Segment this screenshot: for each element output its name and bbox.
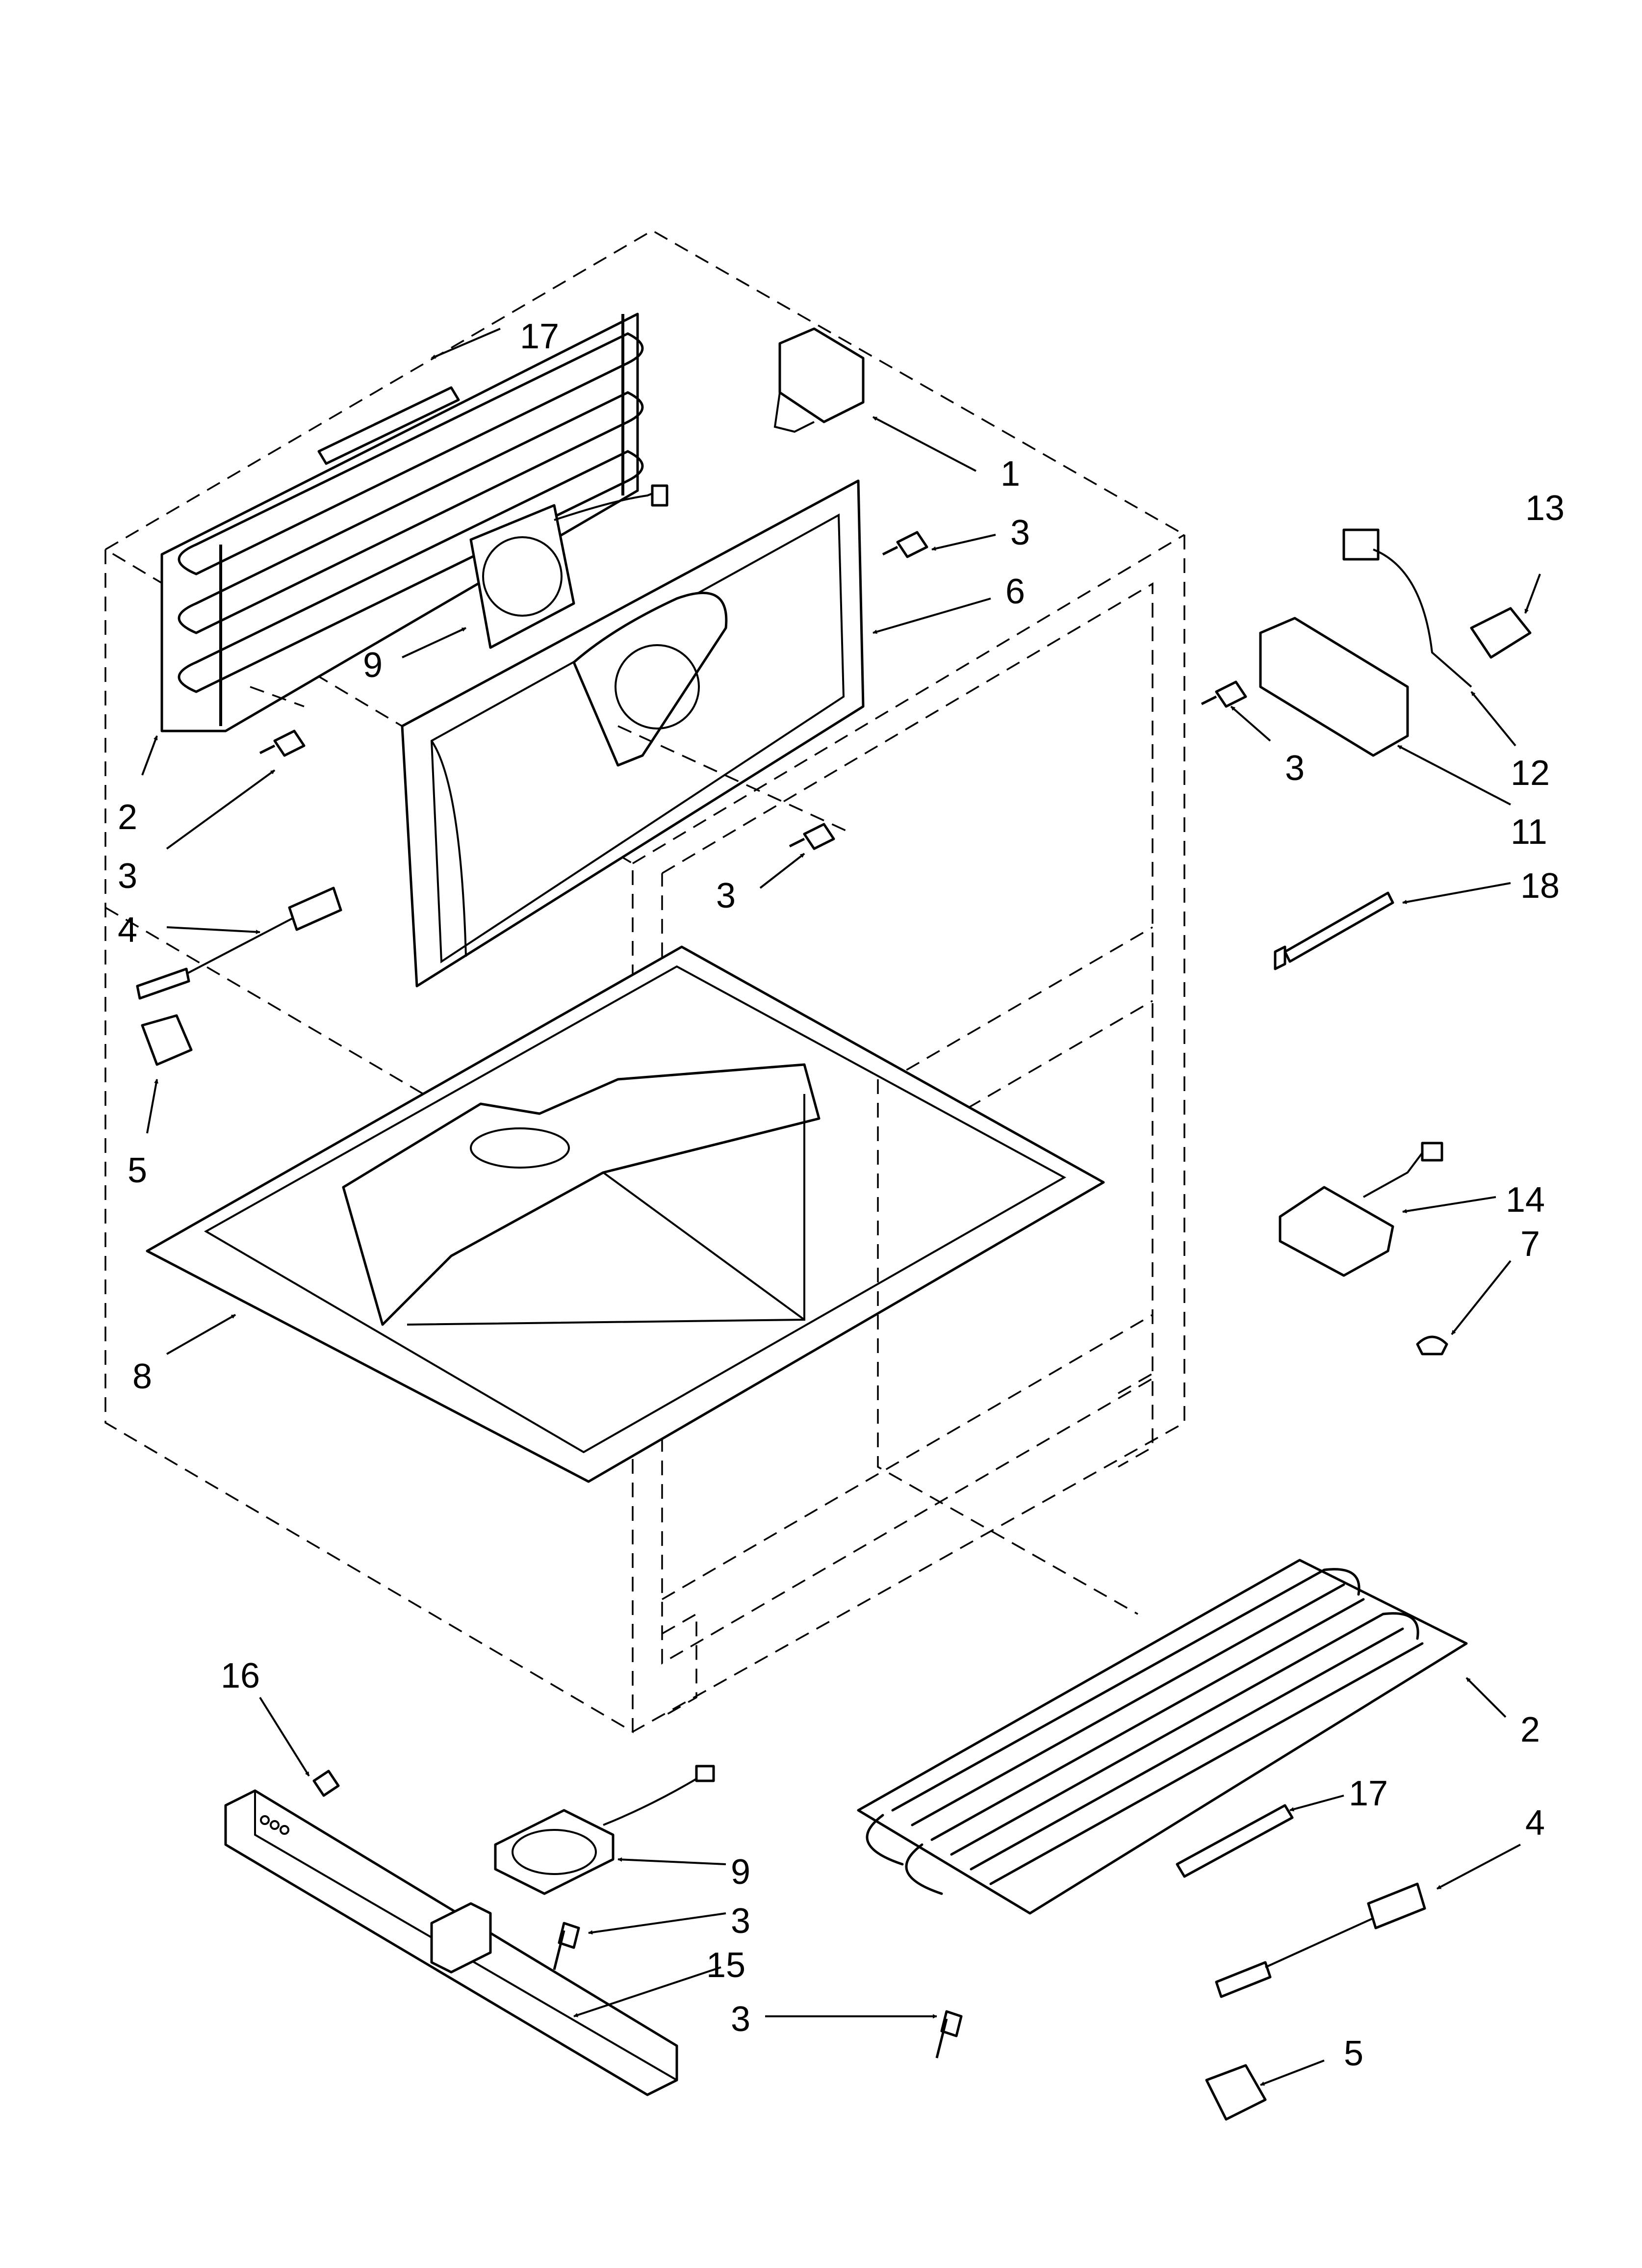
light-socket [1279, 1142, 1443, 1277]
evaporator-cover [401, 479, 865, 988]
callout: 3 [1285, 749, 1305, 788]
callout: 1 [1001, 454, 1020, 494]
thermistor-right [1205, 1882, 1426, 2121]
callout: 17 [1349, 1774, 1388, 1813]
callout: 17 [520, 317, 559, 356]
clip [1470, 607, 1532, 659]
evaporator-coil-lower [857, 1559, 1468, 1915]
fan-upper [469, 484, 668, 649]
control-board [1259, 617, 1409, 757]
callout: 16 [221, 1656, 260, 1695]
callout: 5 [128, 1151, 147, 1190]
leader-lines [141, 328, 1541, 2086]
callout: 3 [118, 857, 137, 896]
switch [773, 327, 865, 433]
callout: 2 [118, 798, 137, 837]
wire-tie [1274, 891, 1394, 970]
callout: 11 [1511, 812, 1547, 852]
callout: 18 [1520, 866, 1560, 906]
callout: 9 [363, 646, 383, 685]
callout: 15 [706, 1946, 745, 1985]
rail-bracket [224, 1789, 678, 2096]
callout: 2 [1520, 1710, 1540, 1749]
callout: 6 [1005, 572, 1025, 611]
callout: 13 [1525, 489, 1565, 528]
callouts: 17 1 3 6 13 9 2 3 3 12 11 3 4 18 5 14 7 … [118, 317, 1565, 2073]
evaporator-coil-upper [160, 313, 644, 732]
screws [259, 531, 1247, 2059]
callout: 5 [1344, 2034, 1363, 2073]
callout: 4 [118, 911, 137, 950]
callout: 3 [731, 2000, 750, 2039]
bulb [1416, 1335, 1448, 1356]
sensor-tube-lower [1176, 1804, 1294, 1878]
callout: 4 [1525, 1803, 1545, 1843]
callout: 9 [731, 1852, 750, 1892]
callout: 3 [716, 876, 736, 915]
callout: 8 [132, 1357, 152, 1396]
callout: 3 [731, 1902, 750, 1941]
sensor-tube-upper [317, 386, 460, 465]
fan-lower [494, 1765, 715, 1895]
drain-trough [146, 945, 1105, 1483]
wire-harness [1342, 528, 1472, 688]
callout: 7 [1520, 1225, 1540, 1264]
callout: 3 [1010, 513, 1030, 552]
callout: 14 [1506, 1180, 1545, 1220]
guide-lines [250, 686, 1138, 1615]
callout: 12 [1511, 754, 1550, 793]
thermistor-left [136, 886, 342, 1066]
